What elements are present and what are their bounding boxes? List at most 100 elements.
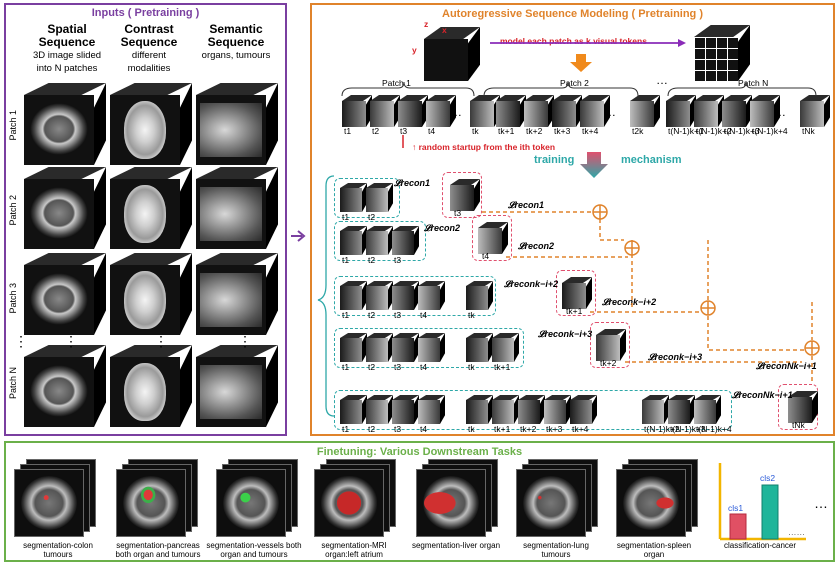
target-box — [442, 172, 482, 218]
reconstruction-loss-label: 𝓛reconNk−i+1 — [732, 390, 793, 400]
contrast-cube-4 — [110, 345, 192, 427]
context-token-label: t3 — [394, 424, 402, 434]
context-token-cube — [366, 333, 393, 362]
task-lung-label: segmentation-lung tumours — [523, 541, 589, 559]
sum-loss-label: 𝓛reconNk−i+1 — [756, 361, 817, 371]
sum-loss-label: 𝓛recon1 — [508, 200, 545, 210]
context-token-label: t1 — [342, 255, 350, 265]
top-token-cube — [666, 95, 696, 127]
context-token-cube — [518, 395, 545, 424]
semantic-sub: organs, tumours — [201, 50, 271, 61]
contrast-cube-3 — [110, 253, 192, 335]
top-token-label: t1 — [344, 126, 352, 136]
task-spleen-label: segmentation-spleen organ — [616, 541, 692, 559]
context-token-cube — [392, 395, 419, 424]
col2-ellipsis: ⋮ — [154, 333, 168, 349]
contrast-sequence-header: Contrast Sequence different modalities — [110, 23, 188, 75]
spatial-sub: 3D image slided into N patches — [32, 50, 102, 74]
context-token-cube — [340, 395, 367, 424]
context-token-cube — [340, 183, 367, 212]
reconstruction-loss-label: 𝓛recon1 — [394, 178, 431, 188]
context-token-cube — [694, 395, 721, 424]
context-token-cube — [340, 226, 367, 255]
context-token-label: tk+1 — [494, 424, 511, 434]
training-label: training — [534, 154, 575, 166]
spatial-cube-3 — [24, 253, 106, 335]
bar-cls1 — [729, 513, 747, 540]
spatial-sequence-header: Spatial Sequence 3D image slided into N … — [28, 23, 106, 75]
target-box — [590, 322, 630, 368]
inputs-title: Inputs ( Pretraining ) — [91, 7, 200, 19]
spatial-cube-2 — [24, 167, 106, 249]
top-token-label: tk+3 — [554, 126, 571, 136]
top-token-label: t2k — [632, 126, 644, 136]
reconstruction-loss-label: 𝓛reconk−i+3 — [538, 329, 593, 339]
context-token-label: t2 — [368, 362, 376, 372]
top-token-cube — [398, 95, 428, 127]
context-token-label: t1 — [342, 212, 350, 222]
sum-loss-label: 𝓛recon2 — [518, 241, 555, 251]
context-token-cube — [340, 281, 367, 310]
task-slice — [516, 469, 586, 537]
inputs-panel: Inputs ( Pretraining ) Spatial Sequence … — [4, 3, 287, 436]
context-token-cube — [366, 226, 393, 255]
model-tokens-text: model each patch as k visual tokens — [500, 36, 647, 46]
target-box — [472, 215, 512, 261]
context-token-cube — [570, 395, 597, 424]
finetuning-title: Finetuning: Various Downstream Tasks — [316, 446, 523, 458]
context-token-cube — [492, 395, 519, 424]
context-token-cube — [466, 333, 493, 362]
startup-text: ↑ random startup from the ith token — [412, 142, 556, 152]
patch-n-label: Patch N — [738, 78, 769, 88]
task-slice — [616, 469, 686, 537]
task-slice — [14, 469, 84, 537]
top-token-label: t2 — [372, 126, 380, 136]
target-token-cube — [788, 391, 818, 423]
task-liver-label: segmentation-liver organ — [411, 541, 501, 550]
context-token-cube — [392, 226, 419, 255]
top-token-cube — [552, 95, 582, 127]
patch-2-label: Patch 2 — [560, 78, 589, 88]
context-box — [334, 390, 732, 430]
top-token-label: … — [604, 105, 616, 119]
context-token-label: t2 — [368, 212, 376, 222]
spatial-cube-4 — [24, 345, 106, 427]
tasks-more-ellipsis: … — [814, 495, 828, 511]
sum-loss-label: 𝓛reconk−i+2 — [602, 297, 657, 307]
bar-cls2-label: cls2 — [760, 473, 776, 483]
context-box — [334, 178, 400, 218]
context-token-label: tk+2 — [520, 424, 537, 434]
col3-ellipsis: ⋮ — [238, 333, 252, 349]
context-token-label: t3 — [394, 362, 402, 372]
top-token-cube — [524, 95, 554, 127]
context-token-label: t4 — [420, 310, 428, 320]
contrast-heading: Contrast Sequence — [120, 22, 178, 49]
input-3d-volume — [424, 27, 480, 81]
context-token-label: tk — [468, 424, 475, 434]
patch-ellipsis: … — [656, 73, 668, 87]
task-slice — [416, 469, 486, 537]
reconstruction-loss-label: 𝓛reconk−i+2 — [504, 279, 559, 289]
target-box — [556, 270, 596, 316]
target-token-label: t3 — [454, 208, 462, 218]
context-token-label: t3 — [394, 255, 402, 265]
patch-1-label: Patch 1 — [382, 78, 411, 88]
target-token-cube — [450, 179, 480, 211]
target-token-label: tNk — [792, 420, 805, 430]
mechanism-label: mechanism — [621, 154, 682, 166]
context-token-label: t4 — [420, 424, 428, 434]
context-token-cube — [392, 333, 419, 362]
spatial-heading: Spatial Sequence — [38, 22, 96, 49]
task-slice — [116, 469, 186, 537]
context-token-cube — [418, 281, 445, 310]
axis-y-label: y — [412, 45, 417, 55]
target-token-label: tk+2 — [600, 358, 617, 368]
top-token-cube — [426, 95, 456, 127]
startup-label: random startup from the ith token — [418, 142, 556, 152]
reconstruction-loss-label: 𝓛recon2 — [424, 223, 461, 233]
contrast-cube-1 — [110, 83, 192, 165]
context-token-label: t(N-1)k+4 — [696, 424, 732, 434]
target-token-cube — [562, 277, 592, 309]
context-token-label: t2 — [368, 255, 376, 265]
